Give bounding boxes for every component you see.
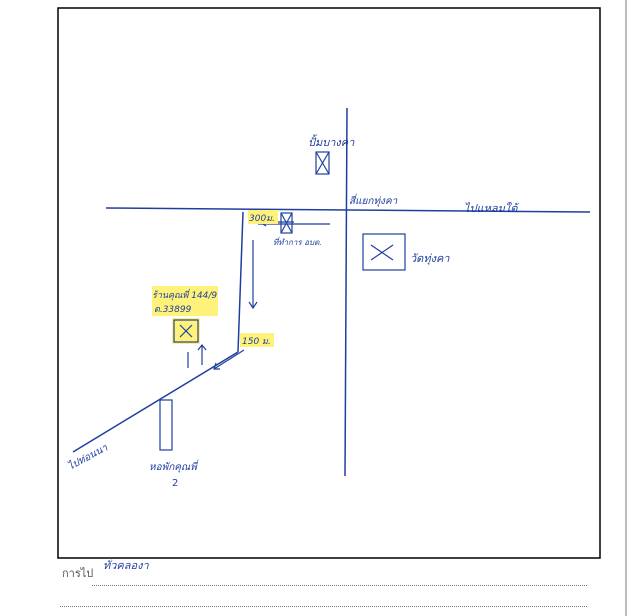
map-frame	[57, 7, 601, 559]
diagonal-road	[72, 351, 239, 453]
gas-station-label: ปั้มบางคา	[308, 134, 355, 149]
directions-line-2	[60, 606, 587, 607]
arrow-up-to-house	[197, 344, 207, 365]
junction-label: สี่แยกทุ่งคา	[349, 193, 398, 207]
directions-line-1	[92, 585, 587, 586]
arrow-down-side-road	[248, 240, 258, 310]
office-marker	[280, 212, 293, 234]
side-road-vertical	[237, 211, 244, 353]
office-label: ที่ทำการ อบต.	[273, 236, 322, 247]
main-road-vertical	[344, 107, 348, 477]
temple-marker	[362, 233, 406, 271]
arrow-diagonal-sw	[213, 349, 245, 370]
dormitory-marker	[159, 399, 173, 451]
distance-150-highlight	[240, 333, 274, 347]
target-house-highlight	[152, 286, 218, 316]
directions-value: ทั่วคลองา	[103, 559, 149, 572]
gas-station-marker	[315, 151, 330, 175]
target-house-label-line1: ร้านคุณพี่ 144/9	[152, 288, 217, 301]
main-road-horizontal	[105, 207, 591, 213]
target-house-label-line2: ต.33899	[154, 305, 192, 315]
directions-label: การไป	[62, 568, 94, 580]
target-house-marker	[173, 319, 199, 343]
temple-label: วัดทุ่งคา	[410, 252, 450, 265]
distance-150-label: 150 ม.	[242, 337, 271, 347]
distance-300-highlight	[248, 210, 278, 224]
distance-300-label: 300ม.	[249, 214, 275, 224]
east-road-label: ไปแหลมใต้	[464, 202, 519, 215]
dormitory-label-line1: หอพักคุณพี่	[149, 459, 199, 473]
dormitory-label-line2: 2	[172, 478, 178, 489]
southwest-road-label: ไปท่อนนา	[66, 442, 110, 473]
